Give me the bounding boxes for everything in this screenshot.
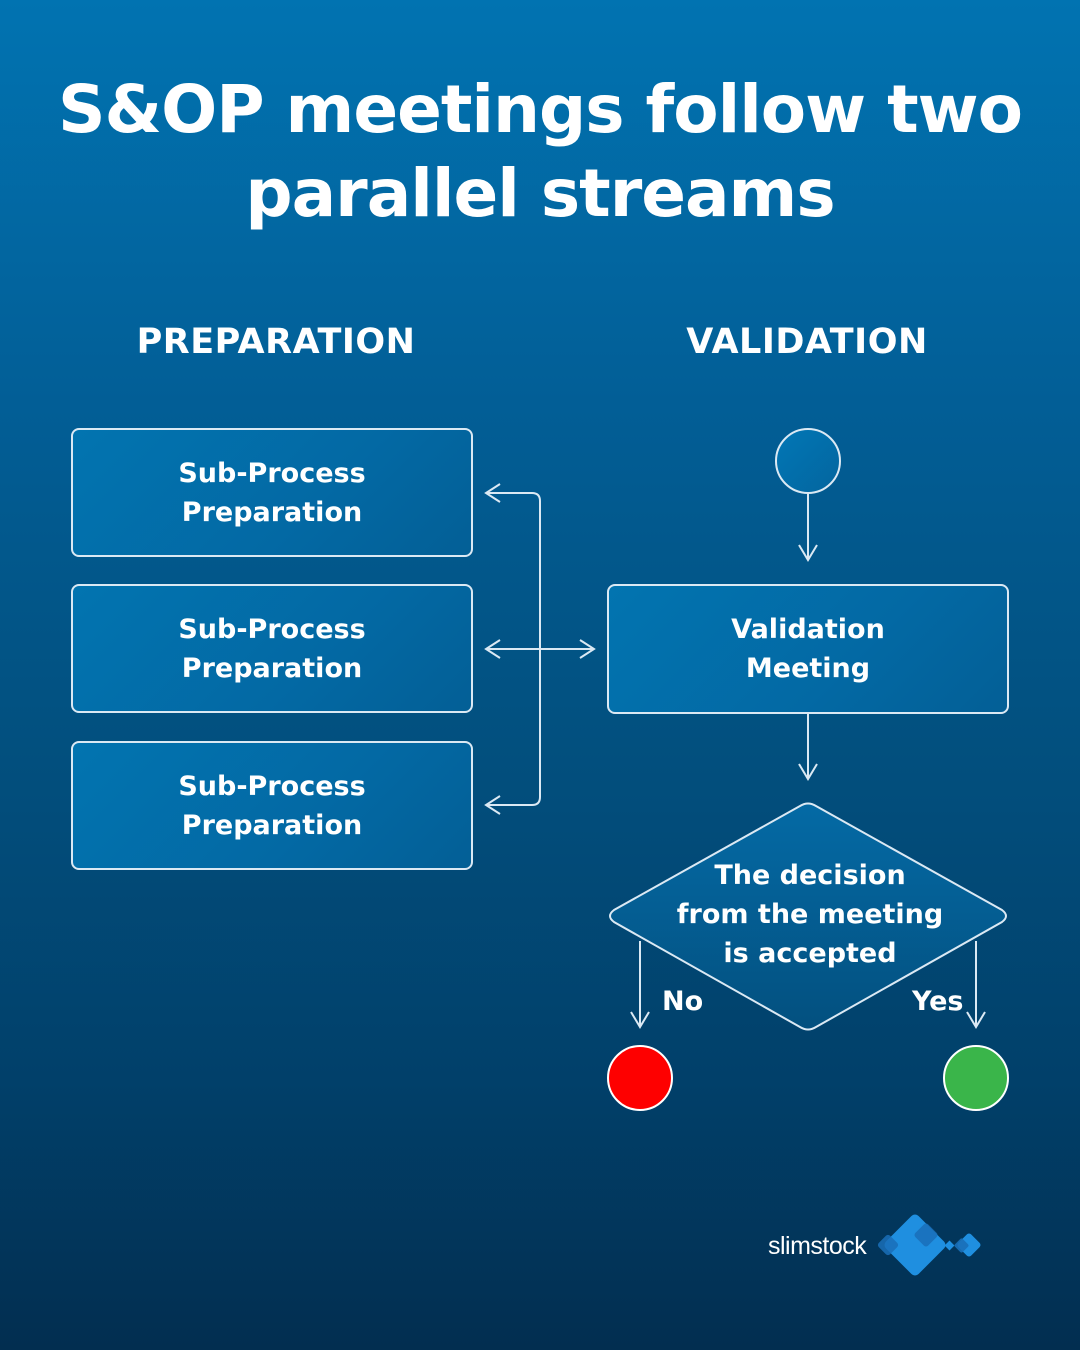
preparation-column-heading: PREPARATION [136, 322, 416, 362]
brand-diamond-icon [878, 1214, 981, 1276]
arrow-head-to-prep-1 [484, 483, 501, 503]
arrow-head-to-prep-3 [484, 795, 501, 815]
box-label-line-1: Sub-Process [178, 770, 366, 802]
box-label-line-1: Sub-Process [178, 457, 366, 489]
box-label-line-2: Preparation [181, 496, 363, 528]
title-line-1: S&OP meetings follow two [58, 71, 1023, 148]
sub-process-preparation-box-2: Sub-Process Preparation [71, 584, 473, 713]
box-label-line-1: Sub-Process [178, 613, 366, 645]
arrow-head-to-decision [798, 763, 818, 781]
brand-wordmark: slimstock [768, 1231, 867, 1260]
title-line-2: parallel streams [245, 155, 835, 232]
sub-process-preparation-box-1: Sub-Process Preparation [71, 428, 473, 557]
box-label-line-1: Validation [731, 614, 885, 645]
validation-meeting-box: Validation Meeting [607, 584, 1009, 714]
arrow-head-to-no-end [630, 1011, 650, 1029]
box-label-line-2: Meeting [745, 653, 871, 684]
arrow-head-to-yes-end [966, 1011, 986, 1029]
accepted-end-node [943, 1045, 1009, 1111]
decision-line-3: is accepted [723, 938, 897, 969]
validation-column-heading: VALIDATION [686, 322, 928, 362]
box-label-line-2: Preparation [181, 652, 363, 684]
arrow-head-to-validation [579, 639, 596, 659]
arrow-head-to-prep-2 [484, 639, 501, 659]
decision-line-1: The decision [714, 860, 906, 891]
slimstock-logo: slimstock [768, 1210, 988, 1282]
start-node [775, 428, 841, 494]
yes-branch-label: Yes [912, 986, 964, 1017]
preparation-bracket-line [486, 492, 541, 806]
sub-process-preparation-box-3: Sub-Process Preparation [71, 741, 473, 870]
page-title: S&OP meetings follow two parallel stream… [0, 68, 1080, 236]
decision-text: The decision from the meeting is accepte… [660, 856, 960, 973]
decision-line-2: from the meeting [676, 899, 944, 930]
box-label-line-2: Preparation [181, 809, 363, 841]
rejected-end-node [607, 1045, 673, 1111]
no-branch-label: No [662, 986, 704, 1017]
arrow-head-to-meeting [798, 544, 818, 562]
